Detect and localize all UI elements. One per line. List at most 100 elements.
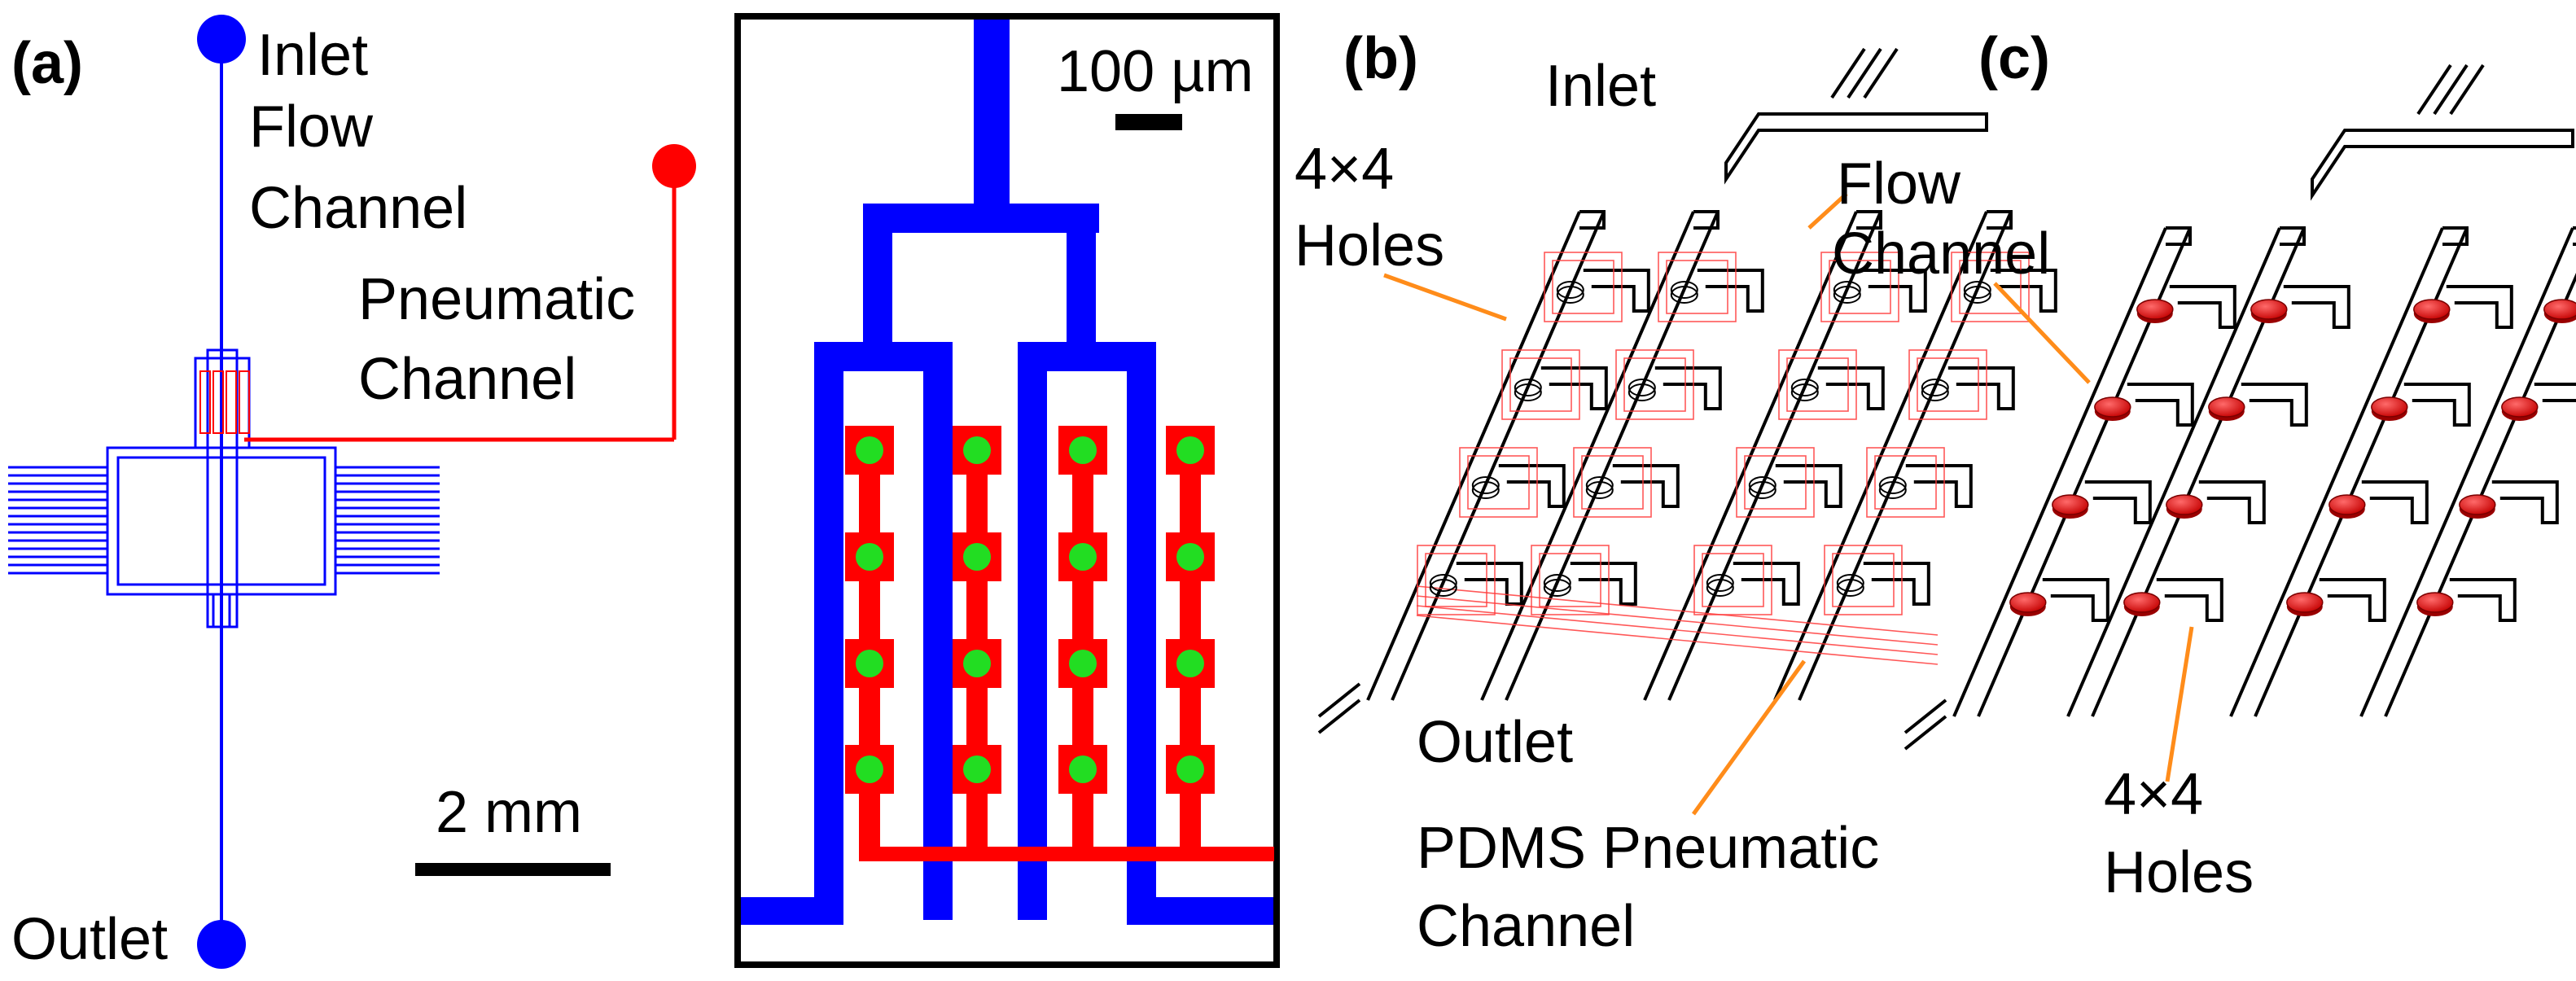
- pdms-block: [1509, 357, 1572, 412]
- pdms-block: [1951, 252, 2030, 322]
- hole-outline: [1706, 579, 1734, 597]
- pdms-block: [1693, 545, 1772, 615]
- hole-outline: [1556, 286, 1584, 304]
- hole-outline: [1706, 574, 1734, 592]
- hole-filled: [2413, 299, 2451, 320]
- hole-filled: [2501, 396, 2539, 418]
- hole-marker: [1069, 543, 1097, 571]
- holes-b: [1429, 281, 1991, 597]
- hole-marker: [856, 650, 883, 677]
- flow-comb-fingers: [8, 466, 440, 575]
- hole-outline: [1670, 286, 1698, 304]
- pocket: [2534, 383, 2576, 402]
- pneumatic-bus: [859, 847, 1274, 861]
- hole-filled: [2208, 396, 2245, 418]
- pdms-block: [1573, 447, 1652, 518]
- pdms-block: [1531, 545, 1610, 615]
- hole-outline: [1471, 476, 1500, 494]
- label-pdms-b-1: PDMS Pneumatic: [1417, 816, 1879, 881]
- pdms-block: [1552, 260, 1614, 314]
- pdms-block: [1615, 349, 1694, 420]
- pdms-bus: [1416, 585, 1939, 636]
- hole-filled: [2166, 494, 2203, 515]
- inset-flow-channels: [741, 20, 1273, 925]
- panel-c: (c) 4×4 Holes: [1904, 26, 2576, 905]
- pneumatic-port: [652, 144, 696, 188]
- pocket: [1860, 269, 1927, 313]
- pocket: [2198, 480, 2266, 524]
- inset: 100 µm: [734, 13, 1280, 968]
- manifold: [2311, 129, 2574, 201]
- hole-marker: [1069, 650, 1097, 677]
- hole-outline: [1543, 579, 1571, 597]
- label-holes-c-1: 4×4: [2104, 762, 2203, 827]
- hole-outline: [1963, 286, 1991, 304]
- hole-outline: [1833, 286, 1861, 304]
- hole-marker: [1069, 755, 1097, 783]
- pocket: [2241, 383, 2308, 427]
- pocket: [2169, 285, 2236, 329]
- label-flow-b-1: Flow: [1837, 151, 1961, 217]
- hole-outline: [1585, 476, 1614, 494]
- pocket: [2403, 383, 2471, 427]
- pdms-block: [1778, 349, 1857, 420]
- hole-outline: [1429, 574, 1457, 592]
- pocket: [2361, 480, 2429, 524]
- pocket: [1583, 269, 1650, 313]
- hole-outline: [1921, 379, 1949, 396]
- label-pneumatic-a-2: Channel: [358, 347, 576, 412]
- outlet-stub: [1904, 699, 1947, 751]
- pdms-block: [1959, 260, 2022, 314]
- hole-outline: [1670, 281, 1698, 299]
- pneumatic-channel-a: [199, 144, 696, 442]
- pocket: [1990, 269, 2057, 313]
- pocket: [2084, 480, 2152, 524]
- hole-outline: [1471, 481, 1500, 499]
- pdms-block: [1501, 349, 1580, 420]
- label-flow-b-2: Channel: [1832, 221, 2050, 287]
- pocket: [1905, 464, 1973, 508]
- pocket: [1947, 366, 2015, 410]
- pdms-block: [1874, 455, 1937, 510]
- hole-outline: [1790, 383, 1819, 401]
- pdms-block: [1702, 553, 1764, 607]
- pdms-outline-b: [1416, 252, 2030, 665]
- outlet-port: [197, 920, 246, 969]
- hole-filled: [2543, 299, 2576, 320]
- pdms-bus: [1416, 605, 1939, 655]
- hole-outline: [1836, 579, 1864, 597]
- hole-filled: [2371, 396, 2408, 418]
- pneumatic-stem: [1180, 450, 1201, 777]
- label-holes-b-1: 4×4: [1295, 137, 1394, 202]
- panel-c-label: (c): [1978, 26, 2050, 91]
- hole-outline: [1878, 481, 1907, 499]
- pocket: [1817, 366, 1885, 410]
- hole-marker: [963, 543, 991, 571]
- scale-label-inset: 100 µm: [1057, 39, 1254, 104]
- pocket: [1540, 366, 1608, 410]
- label-outlet-b: Outlet: [1417, 710, 1573, 775]
- pdms-block: [1425, 553, 1487, 607]
- pdms-block: [1459, 447, 1538, 518]
- inset-pneumatic: [845, 426, 1274, 861]
- pocket: [2156, 578, 2223, 622]
- pdms-block: [1908, 349, 1987, 420]
- hole-filled: [2052, 494, 2089, 515]
- pneumatic-stem: [859, 450, 880, 777]
- hole-outline: [1748, 476, 1776, 494]
- pdms-block: [1539, 553, 1601, 607]
- leaders-c: [1993, 282, 2194, 782]
- pdms-block: [1866, 447, 1945, 518]
- label-flow-a-2: Channel: [249, 176, 467, 241]
- pdms-block: [1581, 455, 1644, 510]
- panel-a: (a) Inlet Flow Chan: [8, 15, 696, 972]
- pdms-block: [1786, 357, 1849, 412]
- inlet-stub: [2416, 64, 2485, 116]
- pdms-bus: [1416, 595, 1939, 646]
- label-outlet-a: Outlet: [11, 907, 168, 972]
- hole-filled: [2416, 592, 2454, 613]
- pdms-block: [1744, 455, 1807, 510]
- hole-outline: [1585, 481, 1614, 499]
- scale-label-a: 2 mm: [436, 780, 582, 845]
